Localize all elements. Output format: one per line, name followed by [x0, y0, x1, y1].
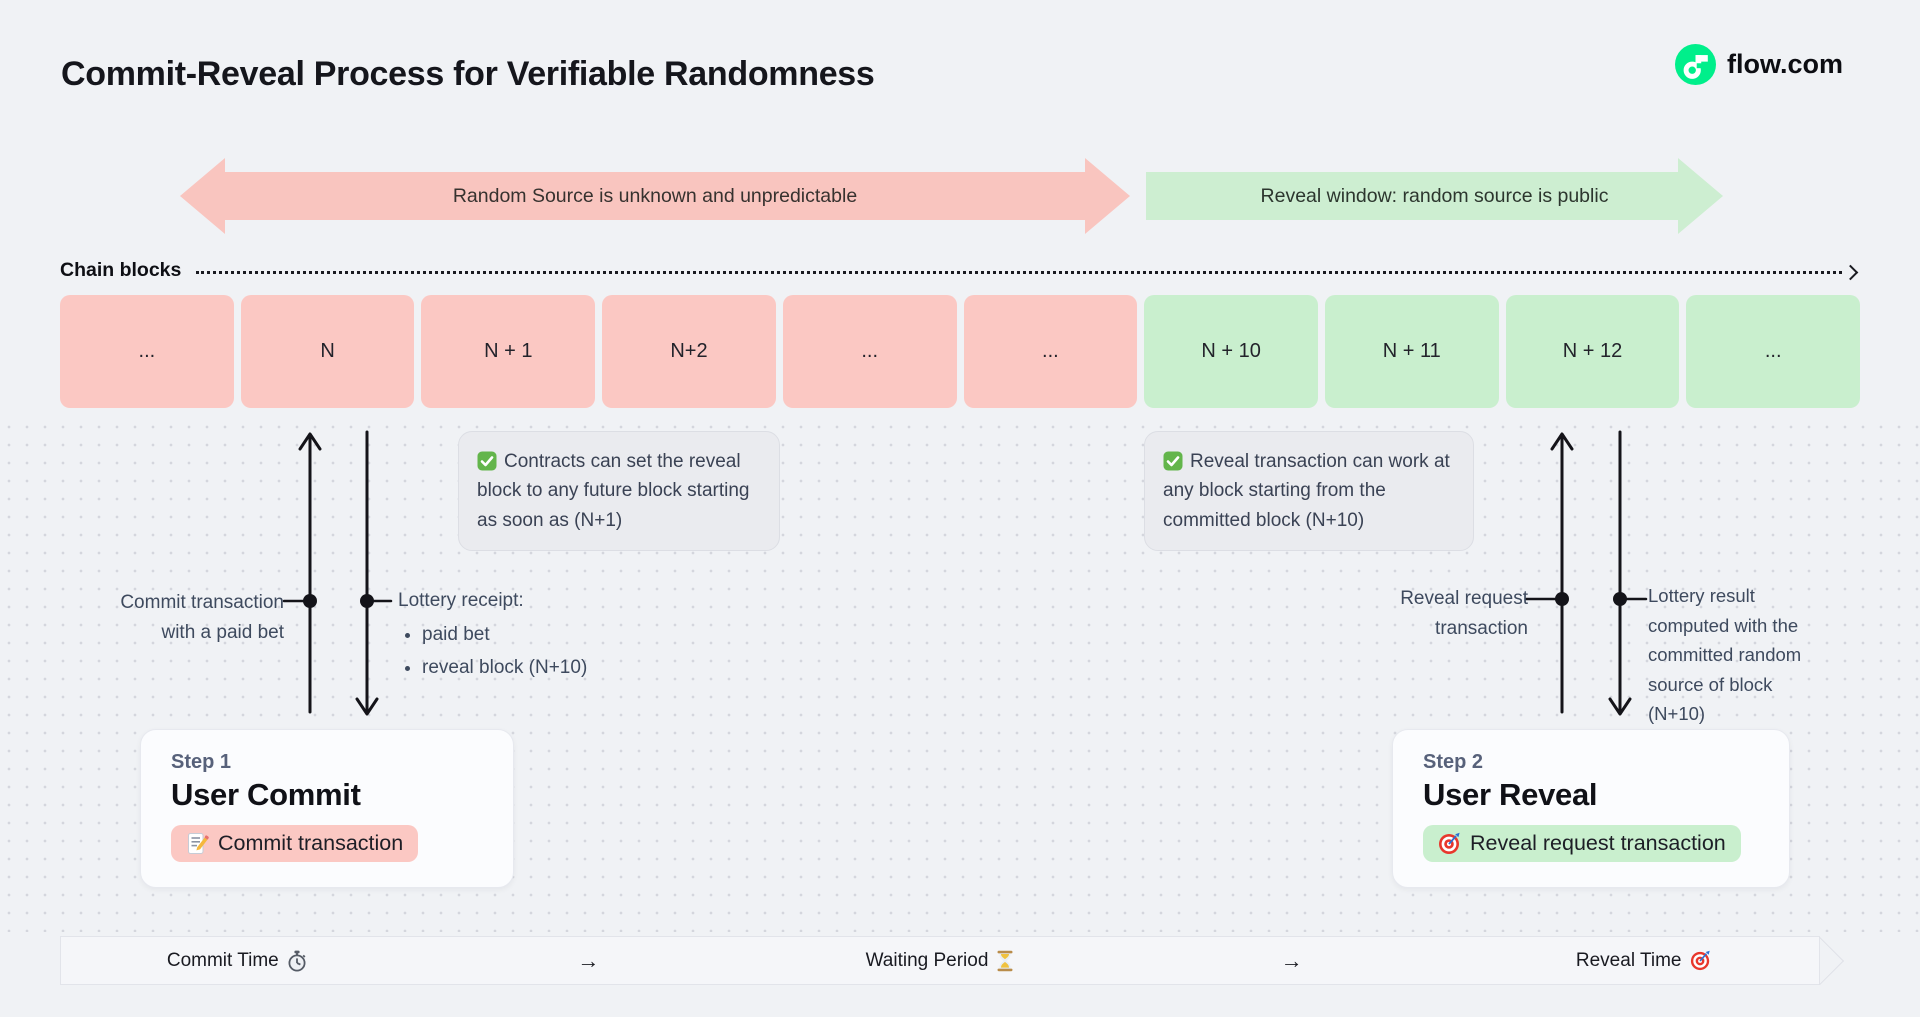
step-title: User Commit — [171, 777, 361, 812]
check-icon — [477, 451, 497, 471]
timeline-label: Commit Time — [166, 949, 279, 971]
chain-block: N + 11 — [1324, 295, 1499, 408]
note-reveal-window: Reveal transaction can work at any block… — [1144, 431, 1474, 552]
lottery-result-label: Lottery result computed with the committ… — [1648, 585, 1802, 725]
arrow-right-icon: → — [1280, 947, 1303, 973]
timeline-label: Reveal Time — [1575, 949, 1682, 971]
lottery-receipt-title: Lottery receipt: — [398, 590, 524, 611]
reveal-request-label: Reveal request transaction — [1400, 588, 1528, 640]
reveal-request-pill: Reveal request transaction — [1423, 825, 1741, 862]
note-reveal-text: Reveal transaction can work at any block… — [1163, 451, 1450, 531]
hourglass-icon — [997, 950, 1013, 971]
commit-transaction-label: Commit transaction with a paid bet — [120, 592, 284, 644]
timeline-reveal-time: Reveal Time — [1467, 950, 1819, 972]
step-eyebrow: Step 1 — [171, 751, 232, 773]
lottery-receipt-label: Lottery receipt: paid bet reveal block (… — [398, 586, 628, 685]
brand-name: flow.com — [1727, 49, 1844, 79]
chain-arrow-icon — [1842, 264, 1859, 280]
chain-block: N + 12 — [1505, 295, 1680, 408]
target-icon — [1690, 950, 1710, 971]
flow-logo-icon — [1675, 44, 1716, 85]
page-title: Commit-Reveal Process for Verifiable Ran… — [61, 55, 875, 93]
chain-blocks-row: ... N N + 1 N+2 ... ... N + 10 N + 11 N … — [60, 295, 1861, 408]
chain-block: N + 10 — [1144, 295, 1318, 408]
lottery-receipt-item: reveal block (N+10) — [422, 653, 628, 683]
timeline-commit-time: Commit Time — [61, 950, 413, 972]
commit-phase-label: Random Source is unknown and unpredictab… — [452, 184, 858, 207]
chain-block: ... — [1686, 295, 1861, 408]
commit-phase-arrow: Random Source is unknown and unpredictab… — [180, 158, 1130, 234]
note-commit-window: Contracts can set the reveal block to an… — [458, 431, 780, 552]
reveal-phase-arrow: Reveal window: random source is public — [1146, 158, 1723, 234]
brand: flow.com — [1675, 44, 1843, 85]
chain-blocks-label: Chain blocks — [60, 259, 182, 281]
note-commit-text: Contracts can set the reveal block to an… — [477, 451, 750, 531]
arrow-right-icon: → — [577, 947, 600, 973]
stopwatch-icon — [288, 950, 306, 971]
memo-icon — [188, 833, 209, 854]
step-title: User Reveal — [1423, 777, 1598, 812]
commit-pill-label: Commit transaction — [218, 831, 404, 855]
step-eyebrow: Step 2 — [1423, 751, 1484, 773]
timeline-label: Waiting Period — [865, 949, 989, 971]
chain-block: ... — [963, 295, 1138, 408]
reveal-pill-label: Reveal request transaction — [1470, 831, 1726, 855]
chain-block: N+2 — [602, 295, 776, 408]
step-card-commit: Step 1 User Commit Commit transaction — [140, 729, 514, 888]
timeline-waiting-period: Waiting Period — [764, 950, 1116, 972]
check-icon — [1163, 451, 1183, 471]
commit-transaction-pill: Commit transaction — [171, 825, 419, 862]
chain-block: ... — [60, 295, 234, 408]
step-card-reveal: Step 2 User Reveal Reveal request transa… — [1392, 729, 1790, 888]
chain-block: N + 1 — [421, 295, 596, 408]
lottery-receipt-item: paid bet — [422, 620, 628, 650]
chain-dotted-line — [196, 271, 1842, 274]
target-icon — [1439, 832, 1460, 854]
chain-block: N — [240, 295, 415, 408]
reveal-phase-label: Reveal window: random source is public — [1260, 184, 1609, 207]
chain-block: ... — [782, 295, 957, 408]
timeline-bar: Commit Time → Waiting Period → Re — [60, 936, 1820, 985]
